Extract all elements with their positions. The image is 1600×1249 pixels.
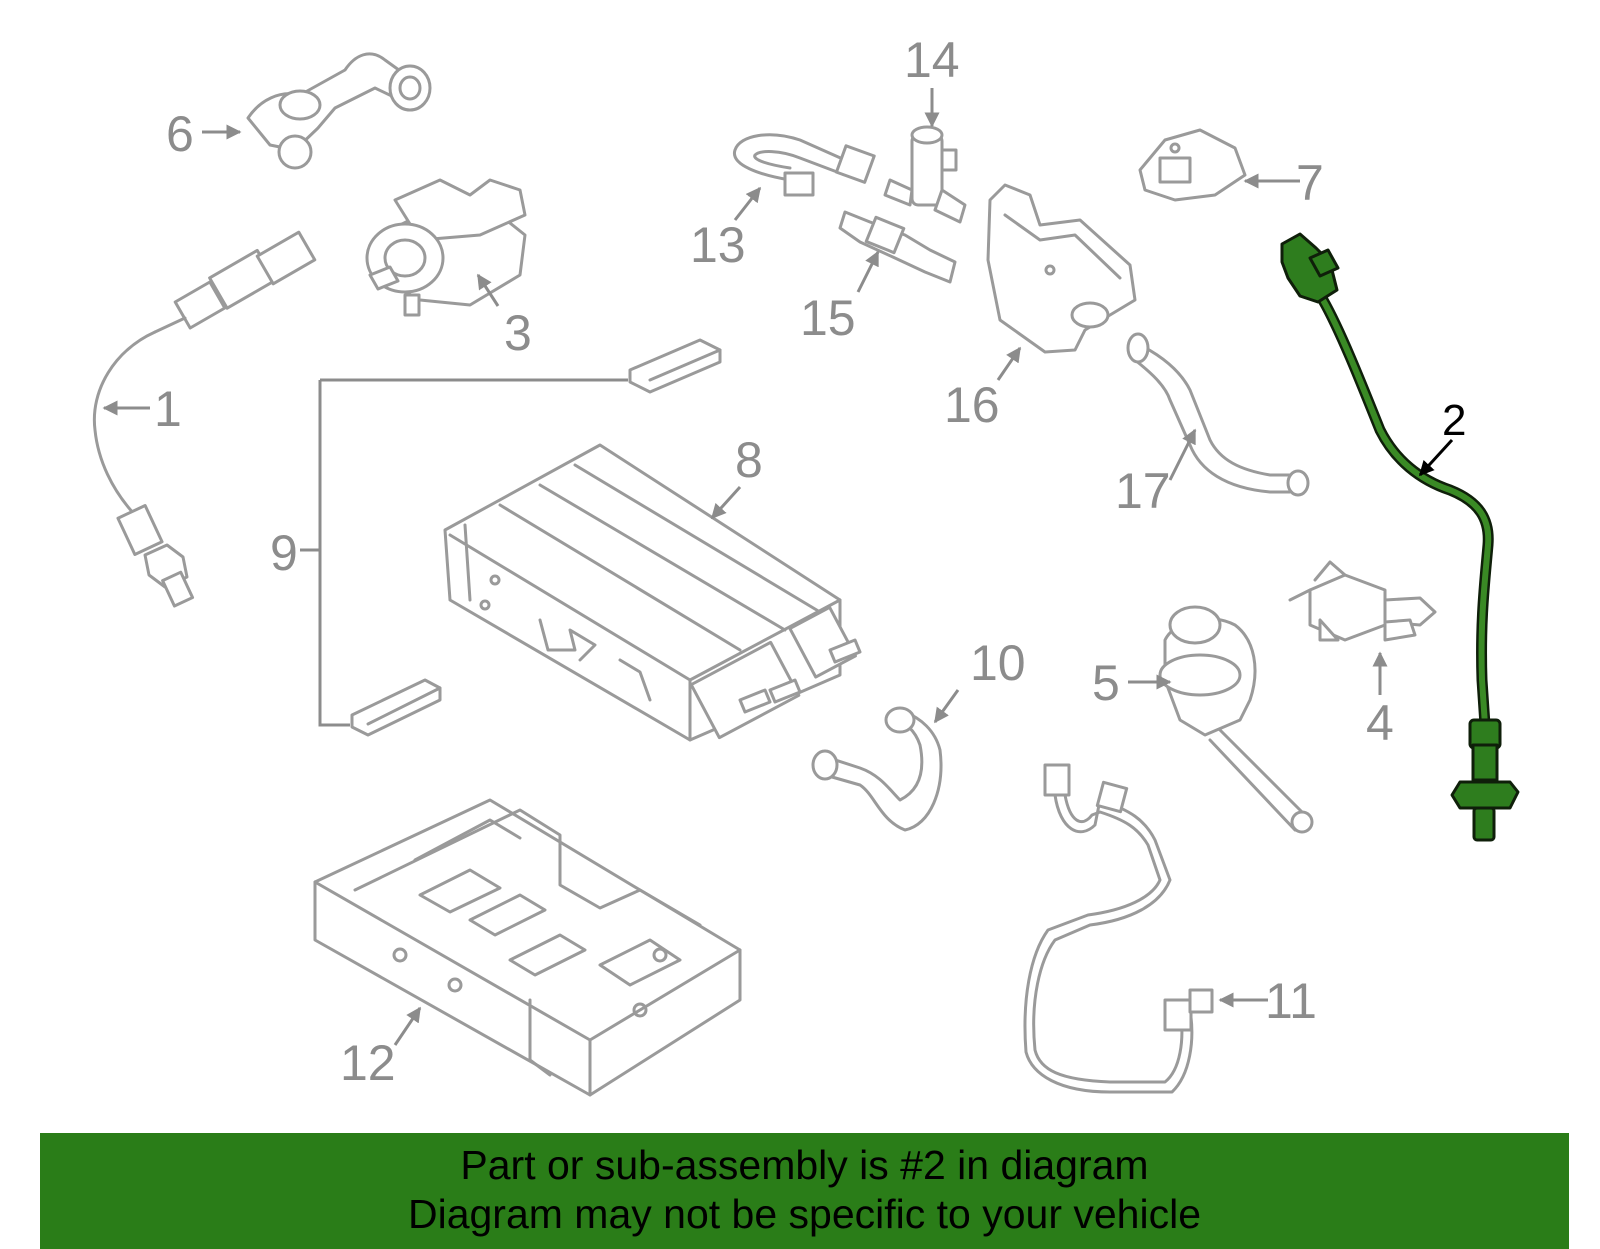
callout-8: 8: [735, 432, 763, 488]
info-banner: Part or sub-assembly is #2 in diagram Di…: [40, 1133, 1569, 1249]
callout-16: 16: [944, 377, 1000, 433]
callout-3: 3: [504, 305, 532, 361]
callout-5: 5: [1092, 655, 1120, 711]
part-16-bracket-module[interactable]: [986, 183, 1137, 354]
callout-7: 7: [1296, 155, 1324, 211]
part-1-oxygen-sensor[interactable]: [92, 230, 317, 608]
part-13-hose[interactable]: [733, 133, 876, 197]
part-10-hose[interactable]: [811, 706, 943, 832]
callout-2: 2: [1442, 396, 1466, 445]
callout-13: 13: [690, 217, 746, 273]
callout-14: 14: [904, 32, 960, 88]
callout-11: 11: [1265, 973, 1317, 1029]
callout-12: 12: [340, 1035, 396, 1091]
part-14-tee-connector[interactable]: [883, 125, 967, 224]
callout-4: 4: [1366, 695, 1394, 751]
part-5-actuator[interactable]: [1158, 605, 1314, 834]
part-7-sensor[interactable]: [1138, 128, 1247, 202]
part-6-hose-elbow[interactable]: [246, 52, 432, 170]
part-11-wiring-harness[interactable]: [1023, 763, 1214, 1094]
part-9-pads[interactable]: [300, 338, 722, 737]
part-8-canister[interactable]: [443, 443, 862, 742]
part-4-valve[interactable]: [1288, 560, 1437, 642]
part-15-check-valve[interactable]: [838, 210, 957, 284]
callout-15: 15: [800, 290, 856, 346]
callout-6: 6: [166, 106, 194, 162]
banner-line-2: Diagram may not be specific to your vehi…: [407, 1191, 1201, 1237]
callout-10: 10: [970, 635, 1026, 691]
part-17-vent-hose[interactable]: [1126, 332, 1310, 497]
part-12-tray[interactable]: [313, 798, 742, 1097]
part-3-purge-valve[interactable]: [365, 178, 527, 317]
banner-line-1: Part or sub-assembly is #2 in diagram: [460, 1142, 1149, 1188]
callout-9: 9: [270, 525, 298, 581]
callout-1: 1: [154, 381, 182, 437]
part-2-oxygen-sensor[interactable]: [1280, 232, 1520, 842]
parts-diagram: 1 3 6 13 14 15: [92, 32, 1520, 1097]
callout-17: 17: [1115, 463, 1171, 519]
